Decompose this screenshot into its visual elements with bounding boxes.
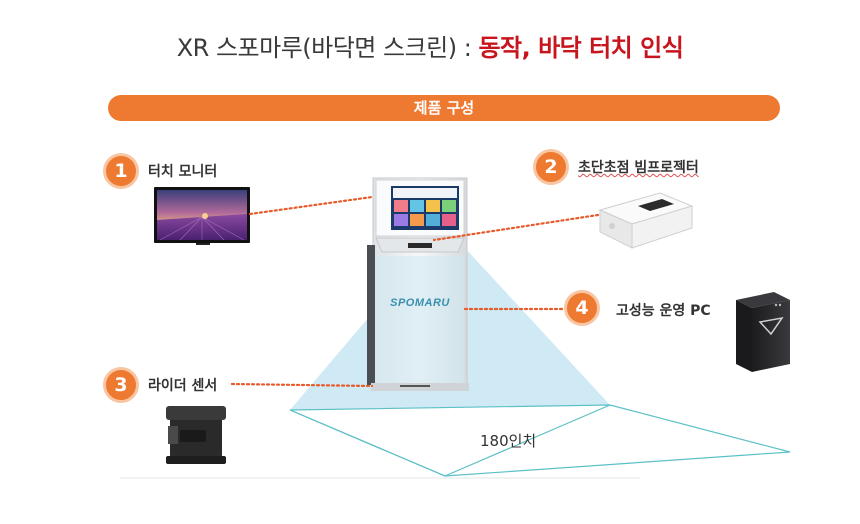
component-label-touch-monitor: 터치 모니터 <box>148 164 218 180</box>
floor-projection-area <box>289 404 791 477</box>
leader-lines <box>230 195 600 388</box>
title-main: XR 스포마루(바닥면 스크린) : <box>176 34 479 62</box>
component-label-pc: 고성능 운영 PC <box>616 303 711 319</box>
component-number-2: 2 <box>533 149 569 185</box>
pc-tower-image <box>736 292 790 372</box>
title-highlight: 동작, 바닥 터치 인식 <box>478 34 684 62</box>
page-title: XR 스포마루(바닥면 스크린) : 동작, 바닥 터치 인식 <box>0 28 860 63</box>
kiosk-illustration <box>367 177 469 391</box>
component-label-lidar: 라이더 센서 <box>148 378 218 394</box>
section-banner: 제품 구성 <box>108 95 780 121</box>
component-number-4: 4 <box>564 290 600 326</box>
component-number-3: 3 <box>103 367 139 403</box>
component-number-1: 1 <box>103 153 139 189</box>
component-label-projector: 초단초점 빔프로젝터 <box>578 160 699 176</box>
touch-monitor-image <box>154 187 250 245</box>
kiosk-brand: SPOMARU <box>390 297 450 309</box>
lidar-sensor-image <box>166 406 226 464</box>
floor-size-label: 180인치 <box>480 432 537 450</box>
short-throw-projector-image <box>598 192 694 249</box>
